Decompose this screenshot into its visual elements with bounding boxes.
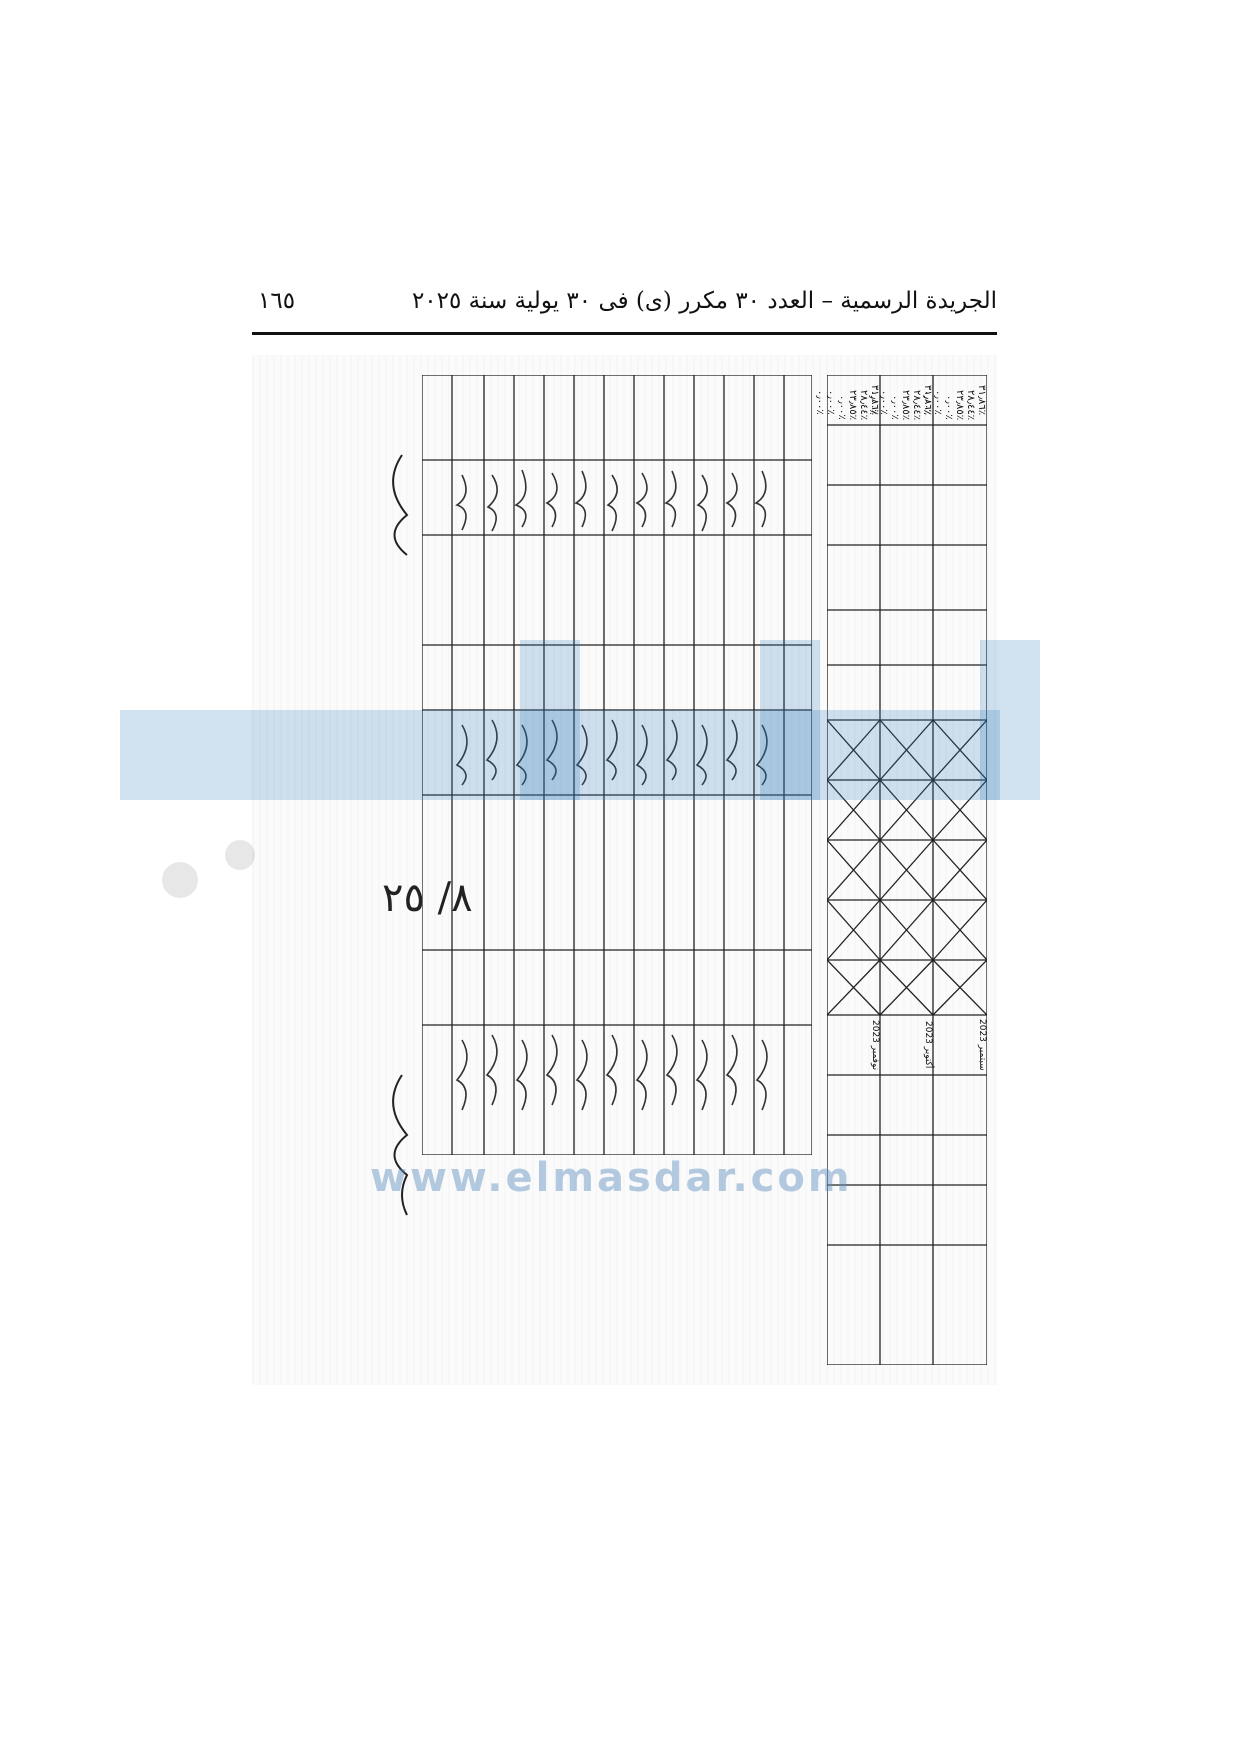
page-title: الجريدة الرسمية – العدد ٣٠ مكرر (ى) فى ٣… (411, 288, 997, 314)
month-labels: نوفمبر 2023 أكتوبر 2023 سبتمبر 2023 (870, 1019, 987, 1071)
percent-col-2: ٣١٫٨٦٪ ٢٨٫٤٤٪ ٢٣٫٨٥٪ ٠٫٠٠٪ ٠٫٠٠٪ ٠٫٠٠٪ (867, 384, 933, 421)
percent-grid-svg (826, 374, 988, 1366)
percent-col-1: ٣١٫٨٦٪ ٢٨٫٤٤٪ ٢٣٫٨٥٪ ٠٫٠٠٪ ٠٫٠٠٪ ٠٫٠٠٪ (814, 384, 880, 421)
percent-col-3: ٣١٫٨٦٪ ٢٨٫٤٤٪ ٢٣٫٨٥٪ ٠٫٠٠٪ ٠٫٠٠٪ ٠٫٠٠٪ (921, 384, 987, 421)
header-divider (252, 332, 997, 335)
percent-grid: ٣١٫٨٦٪ ٢٨٫٤٤٪ ٢٣٫٨٥٪ ٠٫٠٠٪ ٠٫٠٠٪ ٠٫٠٠٪ ٣… (814, 374, 988, 1366)
page-header: الجريدة الرسمية – العدد ٣٠ مكرر (ى) فى ٣… (252, 280, 997, 340)
signature-grid (422, 375, 812, 1155)
handwritten-note: ٨/ ٢٥ (382, 875, 473, 921)
footer-signatures (392, 454, 409, 1216)
page-number: ١٦٥ (258, 288, 296, 314)
scanned-document: ٣١٫٨٦٪ ٢٨٫٤٤٪ ٢٣٫٨٥٪ ٠٫٠٠٪ ٠٫٠٠٪ ٠٫٠٠٪ ٣… (252, 355, 997, 1385)
watermark-url: www.elmasdar.com (370, 1155, 853, 1201)
